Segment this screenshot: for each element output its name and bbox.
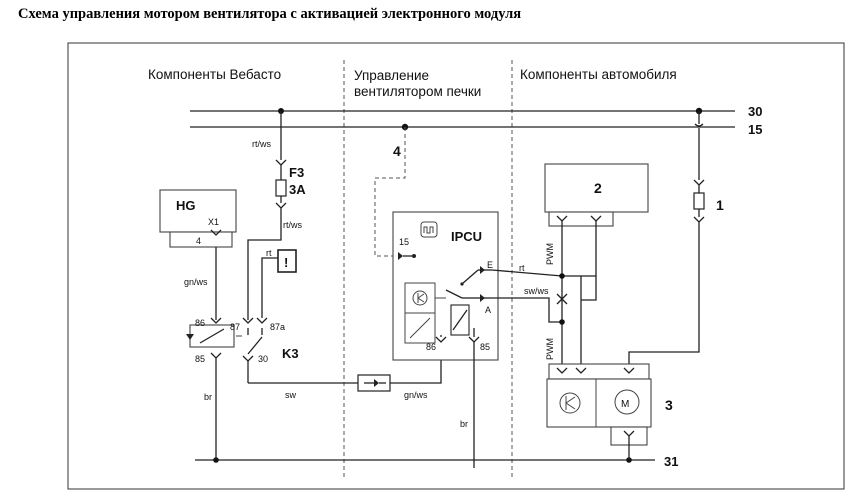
warning-indicator bbox=[277, 249, 297, 273]
fuse-rating: 3A bbox=[289, 182, 306, 197]
fan-motor-icon bbox=[614, 389, 640, 415]
ipcu-transistor-block bbox=[404, 282, 436, 314]
relay-k3-label: K3 bbox=[282, 346, 299, 361]
section-webasto-label: Компоненты Вебасто bbox=[148, 67, 281, 82]
relay-pin87a-label: 87a bbox=[270, 322, 285, 332]
wire-label-rt-right: rt bbox=[519, 263, 525, 273]
callout-3: 3 bbox=[665, 397, 673, 413]
blower-unit-3 bbox=[546, 378, 652, 428]
callout-4: 4 bbox=[393, 143, 401, 159]
fuse-name: F3 bbox=[289, 165, 304, 180]
connector-icon bbox=[256, 317, 268, 324]
connector-icon bbox=[575, 367, 587, 374]
connector-icon bbox=[275, 202, 287, 209]
hg-unit bbox=[159, 189, 237, 233]
connector-icon bbox=[210, 317, 222, 324]
connector-icon bbox=[242, 355, 254, 362]
fuse-f3 bbox=[275, 179, 287, 197]
wire-label-pwm-top: PWM bbox=[545, 243, 555, 265]
relay-diode-icon bbox=[186, 334, 194, 340]
wire-label-sw-ws: sw/ws bbox=[524, 286, 549, 296]
relay-pin87-label: 87 bbox=[230, 322, 240, 332]
relay-pin86-label: 86 bbox=[195, 318, 205, 328]
connector-icon bbox=[275, 159, 287, 166]
relay-pin85-label: 85 bbox=[195, 354, 205, 364]
diagram-frame bbox=[67, 42, 845, 490]
rail-30-label: 30 bbox=[748, 104, 762, 119]
ipcu-pin15-label: 15 bbox=[399, 237, 409, 247]
wire-label-rt-ws-top: rt/ws bbox=[252, 139, 271, 149]
connector-icon bbox=[374, 379, 379, 387]
wire-label-rt-left: rt bbox=[266, 248, 272, 258]
rail-31-label: 31 bbox=[664, 454, 678, 469]
dashed-signal-wire bbox=[374, 127, 406, 257]
wire-label-sw: sw bbox=[285, 390, 297, 400]
callout-2: 2 bbox=[594, 180, 602, 196]
callout-1: 1 bbox=[716, 197, 724, 213]
transistor-icon bbox=[412, 290, 428, 306]
hg-pin-label: 4 bbox=[196, 236, 201, 246]
wire-label-br-mid: br bbox=[460, 419, 468, 429]
connector-icon bbox=[623, 367, 635, 374]
hg-label: HG bbox=[176, 198, 196, 213]
ipcu-switch-blade bbox=[445, 289, 463, 299]
relay-switch-blade bbox=[247, 336, 263, 355]
transistor-icon bbox=[559, 392, 581, 414]
relay-pin30-label: 30 bbox=[258, 354, 268, 364]
wire-label-gn-ws-bottom: gn/ws bbox=[404, 390, 428, 400]
wire-label-pwm-bottom: PWM bbox=[545, 338, 555, 360]
section-vehicle-label: Компоненты автомобиля bbox=[520, 67, 677, 82]
connector-icon bbox=[556, 367, 568, 374]
section-fan-control-label-2: вентилятором печки bbox=[354, 84, 481, 99]
page-title: Схема управления мотором вентилятора с а… bbox=[18, 6, 522, 22]
ipcu-pin85-label: 85 bbox=[480, 342, 490, 352]
connector-icon bbox=[693, 216, 705, 223]
pulse-icon bbox=[420, 221, 438, 238]
warning-icon: ! bbox=[284, 255, 288, 270]
wire-cut-mark bbox=[556, 293, 568, 305]
ipcu-pinE-label: E bbox=[487, 260, 493, 270]
hg-x1-label: X1 bbox=[208, 217, 219, 227]
connector-icon bbox=[693, 179, 705, 186]
wire-label-br-left: br bbox=[204, 392, 212, 402]
hg-connector-block bbox=[169, 231, 233, 248]
connector-icon bbox=[210, 229, 222, 236]
connector-icon bbox=[435, 336, 447, 343]
wire-label-rt-ws-mid: rt/ws bbox=[283, 220, 302, 230]
vehicle-control-unit-2 bbox=[544, 163, 649, 213]
section-fan-control-label-1: Управление bbox=[354, 68, 429, 83]
connector-icon bbox=[210, 352, 222, 359]
motor-label: M bbox=[621, 399, 629, 410]
rail-15-label: 15 bbox=[748, 122, 762, 137]
wire-label-gn-ws-left: gn/ws bbox=[184, 277, 208, 287]
ipcu-pinA-label: A bbox=[485, 305, 491, 315]
ipcu-label: IPCU bbox=[451, 229, 482, 244]
connector-icon bbox=[242, 317, 254, 324]
fuse-1 bbox=[693, 192, 705, 210]
ipcu-pin86-label: 86 bbox=[426, 342, 436, 352]
